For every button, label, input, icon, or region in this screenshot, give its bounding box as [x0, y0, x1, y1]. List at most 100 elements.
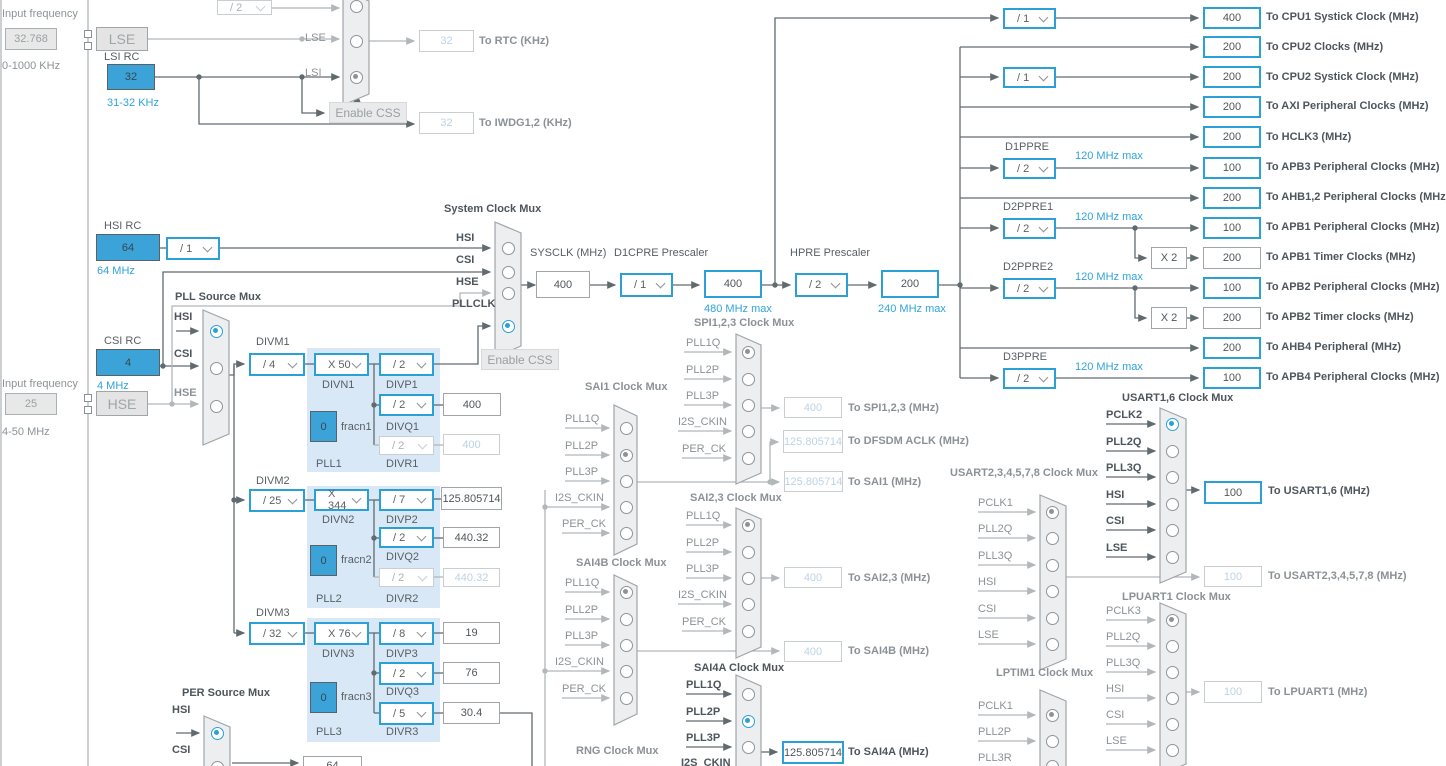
radio-spi-pll2p[interactable] — [741, 372, 755, 386]
lsi-rc-value[interactable]: 32 — [107, 64, 155, 90]
divr3-dropdown[interactable]: / 5 — [379, 702, 434, 725]
d1cpre-prescaler-dropdown[interactable]: / 1 — [620, 273, 673, 297]
hclk3-freq[interactable]: 200 — [1203, 126, 1261, 148]
radio-usart234578-hsi[interactable] — [1045, 584, 1059, 598]
radio-lpuart1-pclk3[interactable] — [1165, 613, 1179, 627]
usart16-freq[interactable]: 100 — [1204, 481, 1262, 504]
radio-per-src-csi[interactable] — [210, 760, 224, 766]
radio-sai4b-per-ck[interactable] — [619, 691, 633, 705]
divp2-dropdown[interactable]: / 7 — [379, 489, 434, 511]
divn3-dropdown[interactable]: X 76 — [314, 622, 369, 645]
radio-sai4b-pll3p[interactable] — [619, 638, 633, 652]
radio-sai1-i2s-ckin[interactable] — [619, 500, 633, 514]
radio-sai4b-i2s-ckin[interactable] — [619, 664, 633, 678]
radio-sai1-pll1q[interactable] — [619, 421, 633, 435]
d2ppre2-dropdown[interactable]: / 2 — [1003, 278, 1056, 299]
radio-pll-src-hse[interactable] — [209, 399, 223, 413]
hse-input-frequency[interactable]: 25 — [5, 393, 57, 415]
axi-freq[interactable]: 200 — [1203, 96, 1261, 118]
radio-lpuart1-lse[interactable] — [1165, 743, 1179, 757]
divp1-dropdown[interactable]: / 2 — [379, 353, 434, 376]
csi-rc-value[interactable]: 4 — [96, 349, 160, 376]
divm1-dropdown[interactable]: / 4 — [249, 353, 305, 376]
radio-sai1-pll3p[interactable] — [619, 474, 633, 488]
radio-lpuart1-pll3q[interactable] — [1165, 665, 1179, 679]
radio-spi-per-ck[interactable] — [741, 451, 755, 465]
divq3-dropdown[interactable]: / 2 — [379, 662, 434, 685]
cpu2-systick-div-dropdown[interactable]: / 1 — [1003, 67, 1056, 88]
radio-lptim1-pll2p[interactable] — [1045, 734, 1059, 748]
radio-usart234578-pll2q[interactable] — [1045, 531, 1059, 545]
radio-per-src-hsi[interactable] — [210, 726, 224, 740]
radio-lptim1-pclk1[interactable] — [1045, 708, 1059, 722]
radio-usart234578-pclk1[interactable] — [1045, 505, 1059, 519]
radio-pll-src-hsi[interactable] — [209, 324, 223, 338]
hpre-out-freq[interactable]: 200 — [881, 270, 939, 298]
radio-sai23-i2s-ckin[interactable] — [741, 597, 755, 611]
radio-usart16-pll2q[interactable] — [1165, 444, 1179, 458]
d1cpre-out-freq[interactable]: 400 — [704, 270, 762, 298]
ahb12-freq[interactable]: 200 — [1203, 187, 1261, 209]
hse-oscillator[interactable]: HSE — [96, 391, 148, 416]
radio-lpuart1-pll2q[interactable] — [1165, 639, 1179, 653]
radio-sai23-per-ck[interactable] — [741, 624, 755, 638]
radio-usart234578-lse[interactable] — [1045, 637, 1059, 651]
divp3-dropdown[interactable]: / 8 — [379, 622, 434, 645]
fracn1-value[interactable]: 0 — [310, 411, 337, 442]
radio-sai4a-pll3p[interactable] — [741, 740, 755, 754]
enable-css-rtc-button[interactable]: Enable CSS — [329, 102, 407, 123]
apb1-freq[interactable]: 100 — [1203, 217, 1261, 239]
radio-sai4a-pll1q[interactable] — [741, 687, 755, 701]
hsi-divider-dropdown[interactable]: / 1 — [166, 237, 220, 260]
radio-sai23-pll1q[interactable] — [741, 518, 755, 532]
radio-sys-pllclk[interactable] — [501, 319, 515, 333]
divm3-dropdown[interactable]: / 32 — [249, 622, 305, 645]
cpu2-systick-freq[interactable]: 200 — [1203, 66, 1261, 88]
radio-usart16-lse[interactable] — [1165, 550, 1179, 564]
apb4-freq[interactable]: 100 — [1203, 367, 1261, 389]
ahb4-freq[interactable]: 200 — [1203, 337, 1261, 359]
lse-input-frequency[interactable]: 32.768 — [5, 28, 57, 50]
hpre-prescaler-dropdown[interactable]: / 2 — [795, 273, 848, 297]
radio-sai23-pll2p[interactable] — [741, 545, 755, 559]
divn1-dropdown[interactable]: X 50 — [314, 353, 369, 376]
d2ppre1-dropdown[interactable]: / 2 — [1003, 218, 1056, 239]
radio-lpuart1-csi[interactable] — [1165, 717, 1179, 731]
radio-rtc-mux-lsi[interactable] — [349, 70, 363, 84]
lse-oscillator[interactable]: LSE — [96, 27, 148, 51]
radio-sai4b-pll1q[interactable] — [619, 585, 633, 599]
sai4a-freq[interactable]: 125.805714 — [782, 741, 844, 764]
cpu1-systick-freq[interactable]: 400 — [1203, 7, 1261, 29]
enable-css-sys-button[interactable]: Enable CSS — [481, 349, 559, 370]
radio-usart16-pll3q[interactable] — [1165, 470, 1179, 484]
radio-usart234578-pll3q[interactable] — [1045, 558, 1059, 572]
cpu2-freq[interactable]: 200 — [1203, 36, 1261, 58]
radio-sys-hsi[interactable] — [501, 241, 515, 255]
radio-rtc-mux-hse-rtc[interactable] — [349, 0, 363, 13]
radio-usart16-pclk2[interactable] — [1165, 417, 1179, 431]
radio-usart16-csi[interactable] — [1165, 523, 1179, 537]
radio-sai4a-pll2p[interactable] — [741, 714, 755, 728]
apb3-freq[interactable]: 100 — [1203, 157, 1261, 179]
radio-spi-pll1q[interactable] — [741, 345, 755, 359]
divm2-dropdown[interactable]: / 25 — [249, 489, 305, 512]
d3ppre-dropdown[interactable]: / 2 — [1003, 368, 1056, 389]
divq1-dropdown[interactable]: / 2 — [379, 394, 434, 416]
radio-lpuart1-hsi[interactable] — [1165, 691, 1179, 705]
radio-rtc-mux-lse[interactable] — [349, 34, 363, 48]
radio-lptim1-pll3r[interactable] — [1045, 759, 1059, 766]
fracn2-value[interactable]: 0 — [310, 545, 337, 576]
hsi-rc-value[interactable]: 64 — [96, 234, 160, 261]
radio-sys-hse[interactable] — [501, 286, 515, 300]
radio-spi-pll3p[interactable] — [741, 398, 755, 412]
radio-sai4b-pll2p[interactable] — [619, 612, 633, 626]
radio-sai1-per-ck[interactable] — [619, 526, 633, 540]
d1ppre-dropdown[interactable]: / 2 — [1003, 158, 1056, 179]
cpu1-systick-div-dropdown[interactable]: / 1 — [1003, 8, 1056, 29]
radio-sys-csi[interactable] — [501, 265, 515, 279]
radio-usart234578-csi[interactable] — [1045, 611, 1059, 625]
radio-usart16-hsi[interactable] — [1165, 497, 1179, 511]
radio-sai1-pll2p[interactable] — [619, 448, 633, 462]
apb2-freq[interactable]: 100 — [1203, 277, 1261, 299]
radio-pll-src-csi[interactable] — [209, 361, 223, 375]
